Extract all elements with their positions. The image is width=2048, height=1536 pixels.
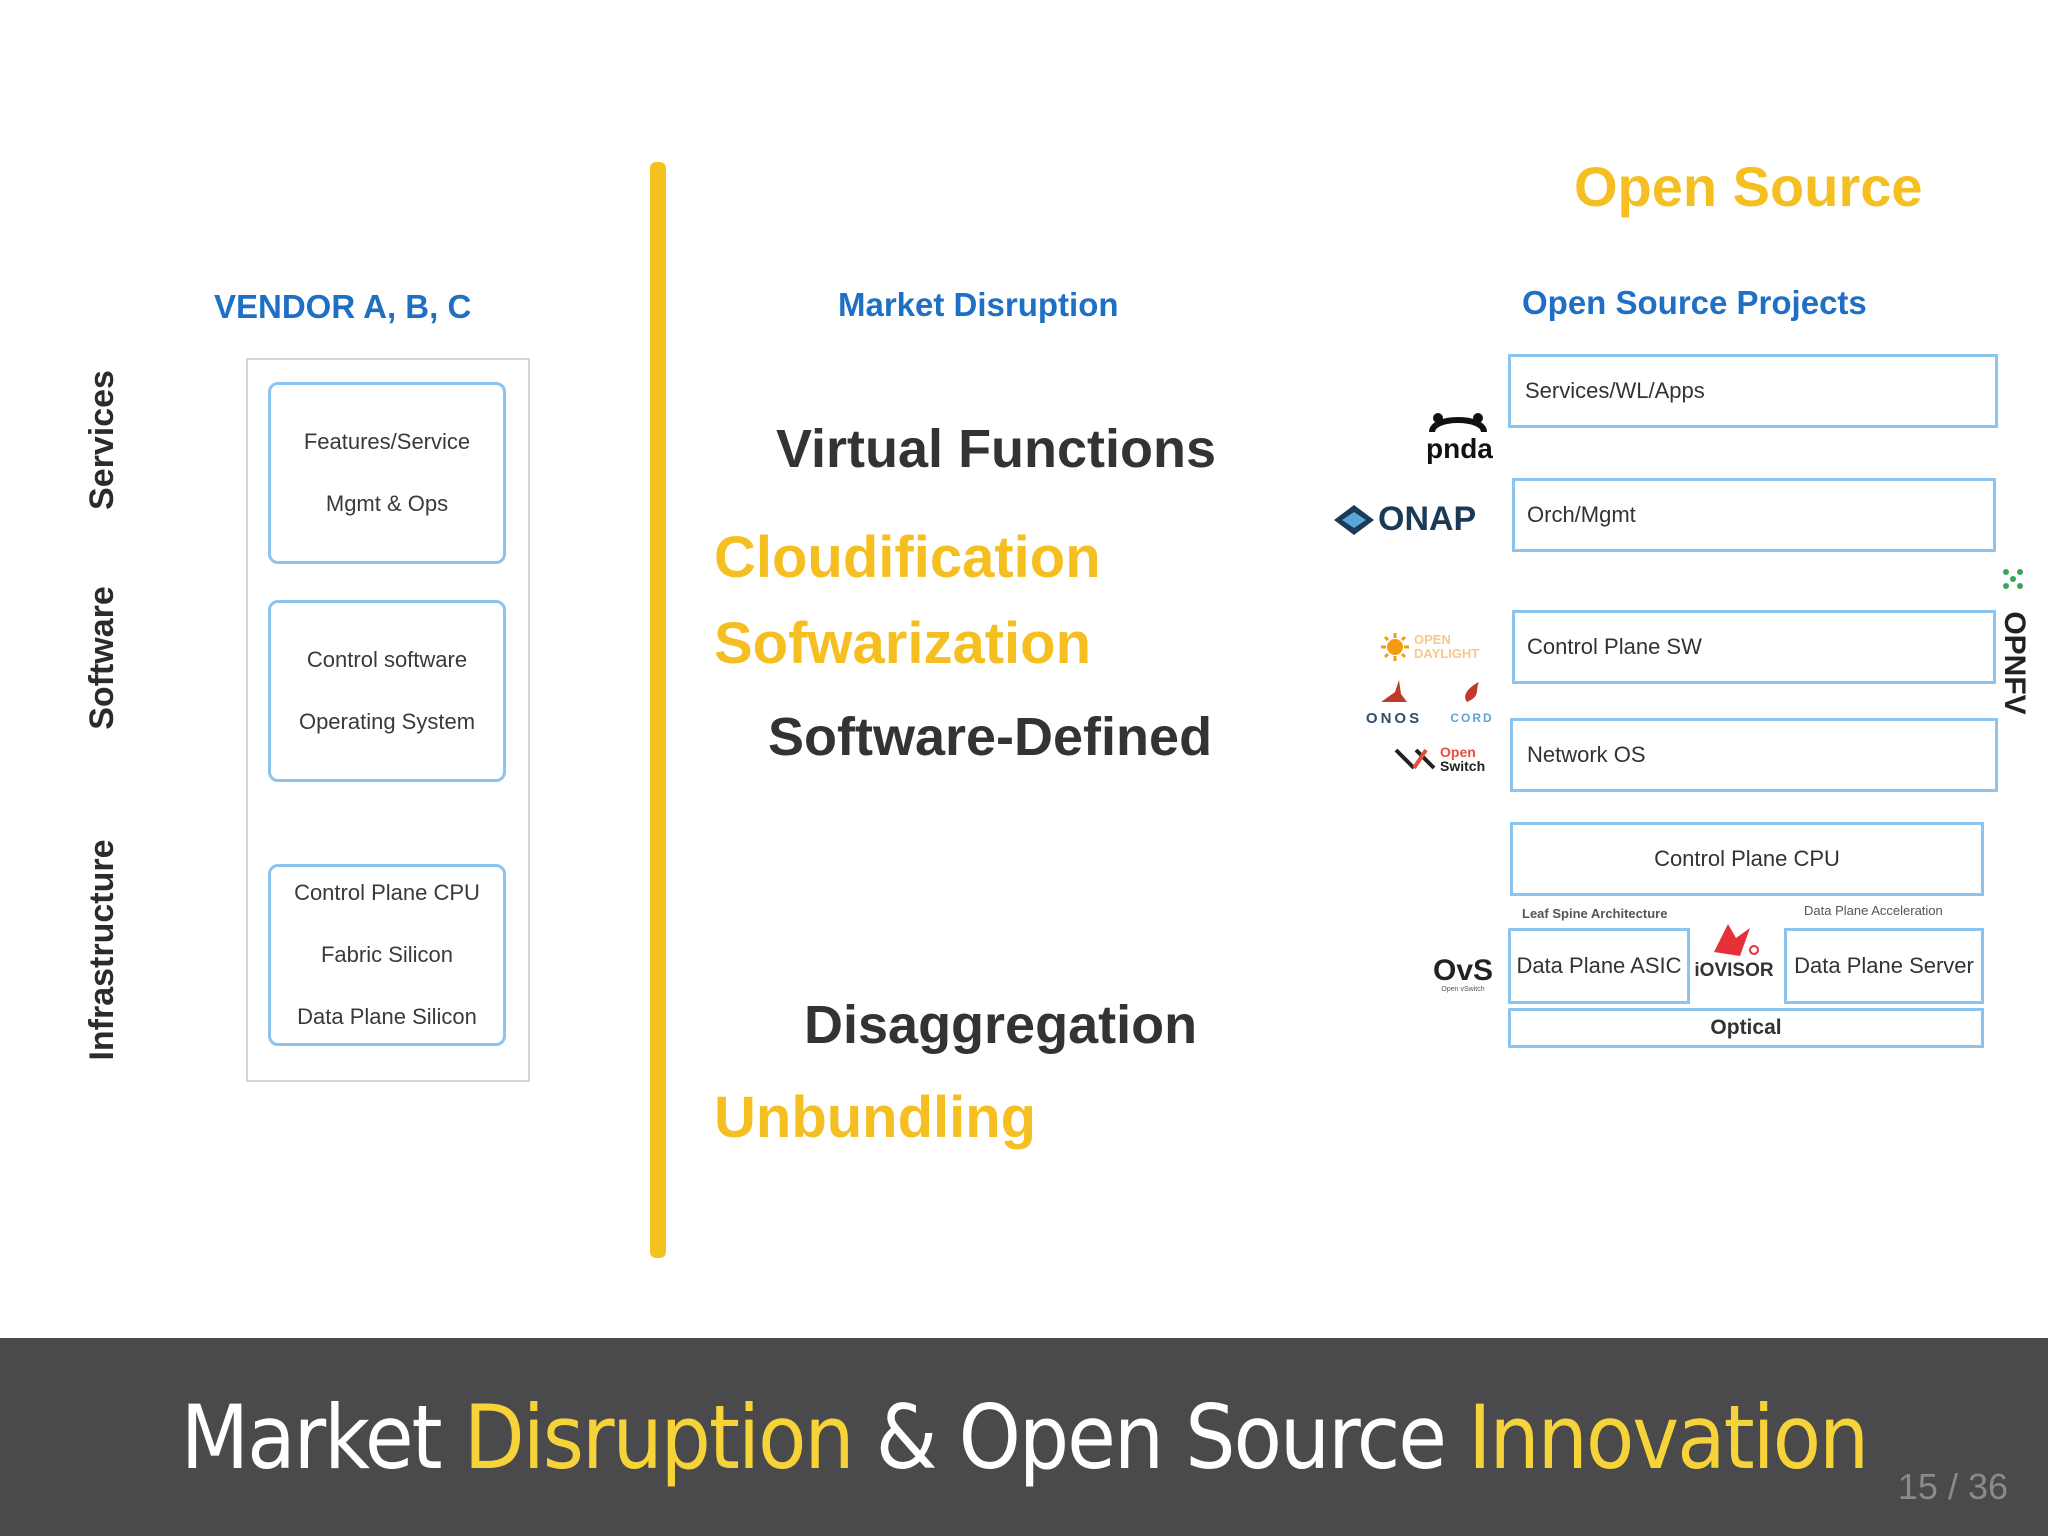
switch-arrows-icon — [1394, 748, 1436, 770]
os-box-label: Control Plane CPU — [1654, 846, 1840, 871]
onos-logo-text: ONOS — [1365, 710, 1423, 727]
title-part-innovation: Innovation — [1468, 1385, 1869, 1489]
term-unbundling: Unbundling — [714, 1085, 1037, 1150]
os-box-services: Services/WL/Apps — [1508, 354, 1998, 428]
os-box-optical: Optical — [1508, 1008, 1984, 1048]
vendor-box-line: Control software — [306, 647, 468, 672]
open-source-title: Open Source — [1574, 155, 1923, 218]
vendor-box-line: Data Plane Silicon — [297, 1004, 477, 1029]
os-box-control-plane-cpu: Control Plane CPU — [1510, 822, 1984, 896]
title-part-open-source: & Open Source — [852, 1385, 1469, 1489]
term-disaggregation: Disaggregation — [804, 995, 1198, 1055]
layer-label-software: Software — [83, 586, 121, 730]
ovs-logo-subtext: Open vSwitch — [1441, 986, 1485, 993]
slide-footer: Market Disruption & Open Source Innovati… — [0, 1338, 2048, 1536]
page-number: 15 / 36 — [1897, 1466, 2008, 1507]
opendaylight-line2: DAYLIGHT — [1414, 646, 1480, 661]
cord-icon — [1465, 682, 1479, 702]
sun-icon — [1381, 633, 1409, 661]
vendor-box-line: Mgmt & Ops — [325, 491, 449, 516]
open-source-projects-heading: Open Source Projects — [1522, 284, 1867, 321]
vendor-box-line: Fabric Silicon — [320, 942, 454, 967]
vendor-box-line: Operating System — [298, 709, 476, 734]
os-box-network-os: Network OS — [1510, 718, 1998, 792]
onap-logo-text: ONAP — [1378, 500, 1477, 538]
note-data-plane-acceleration: Data Plane Acceleration — [1804, 903, 1943, 918]
onos-logo: ONOS — [1356, 678, 1432, 727]
onap-icon — [1334, 504, 1374, 535]
onap-logo: ONAP — [1332, 500, 1476, 539]
onos-bird-icon — [1381, 680, 1407, 702]
iovisor-logo-text: iOVISOR — [1694, 960, 1774, 981]
note-leaf-spine: Leaf Spine Architecture — [1522, 906, 1668, 921]
pnda-logo: pnda — [1426, 412, 1493, 464]
yellow-divider — [650, 162, 666, 1258]
vendor-box-line: Control Plane CPU — [294, 880, 480, 905]
cord-logo-text: CORD — [1450, 711, 1494, 725]
os-box-label: Data Plane Server — [1794, 953, 1974, 978]
vendor-box-software: Control software Operating System — [268, 600, 506, 782]
opendaylight-line1: OPEN — [1414, 632, 1451, 647]
layer-label-infrastructure: Infrastructure — [83, 839, 121, 1061]
pnda-logo-text: pnda — [1426, 433, 1493, 464]
slide-title: Market Disruption & Open Source Innovati… — [0, 1338, 2048, 1536]
ovs-logo: OvS Open vSwitch — [1428, 954, 1498, 994]
os-box-data-plane-server: Data Plane Server — [1784, 928, 1984, 1004]
openswitch-line1: Open — [1440, 744, 1476, 760]
iovisor-bee-icon — [1714, 924, 1759, 956]
pnda-icon — [1429, 413, 1487, 433]
term-cloudification: Cloudification — [714, 525, 1101, 590]
slide-canvas: VENDOR A, B, C Services Software Infrast… — [83, 155, 2036, 1258]
vendor-box-services: Features/Service Mgmt & Ops — [268, 382, 506, 564]
term-sofwarization: Sofwarization — [714, 611, 1092, 676]
iovisor-logo: iOVISOR — [1694, 918, 1774, 981]
opnfv-logo: OPNFV — [1992, 566, 2036, 716]
os-box-orch: Orch/Mgmt — [1512, 478, 1996, 552]
cord-logo: CORD — [1444, 680, 1500, 725]
vendor-stack-frame — [246, 358, 530, 1082]
os-box-data-plane-asic: Data Plane ASIC — [1508, 928, 1690, 1004]
ovs-logo-text: OvS — [1432, 954, 1494, 987]
openswitch-line2: Switch — [1440, 758, 1486, 774]
market-disruption-heading: Market Disruption — [838, 286, 1119, 323]
opnfv-logo-text: OPNFV — [1998, 611, 2031, 715]
os-box-label: Control Plane SW — [1527, 634, 1702, 659]
os-box-label: Data Plane ASIC — [1516, 953, 1682, 978]
os-box-label: Orch/Mgmt — [1527, 502, 1636, 527]
layer-label-services: Services — [83, 370, 121, 510]
term-virtual-functions: Virtual Functions — [776, 419, 1217, 479]
os-box-label: Optical — [1710, 1016, 1782, 1039]
os-box-label: Services/WL/Apps — [1525, 378, 1705, 403]
title-part-disruption: Disruption — [463, 1385, 855, 1489]
opendaylight-logo: OPEN DAYLIGHT — [1380, 632, 1479, 662]
vendor-box-infrastructure: Control Plane CPU Fabric Silicon Data Pl… — [268, 864, 506, 1046]
os-box-label: Network OS — [1527, 742, 1646, 767]
term-software-defined: Software-Defined — [768, 707, 1213, 767]
vendor-box-line: Features/Service — [303, 429, 471, 454]
openswitch-logo: Open Switch — [1394, 744, 1485, 774]
opnfv-icon — [2003, 569, 2023, 589]
vendor-heading: VENDOR A, B, C — [214, 288, 472, 325]
title-part-market: Market — [180, 1385, 464, 1489]
os-box-control-plane-sw: Control Plane SW — [1512, 610, 1996, 684]
